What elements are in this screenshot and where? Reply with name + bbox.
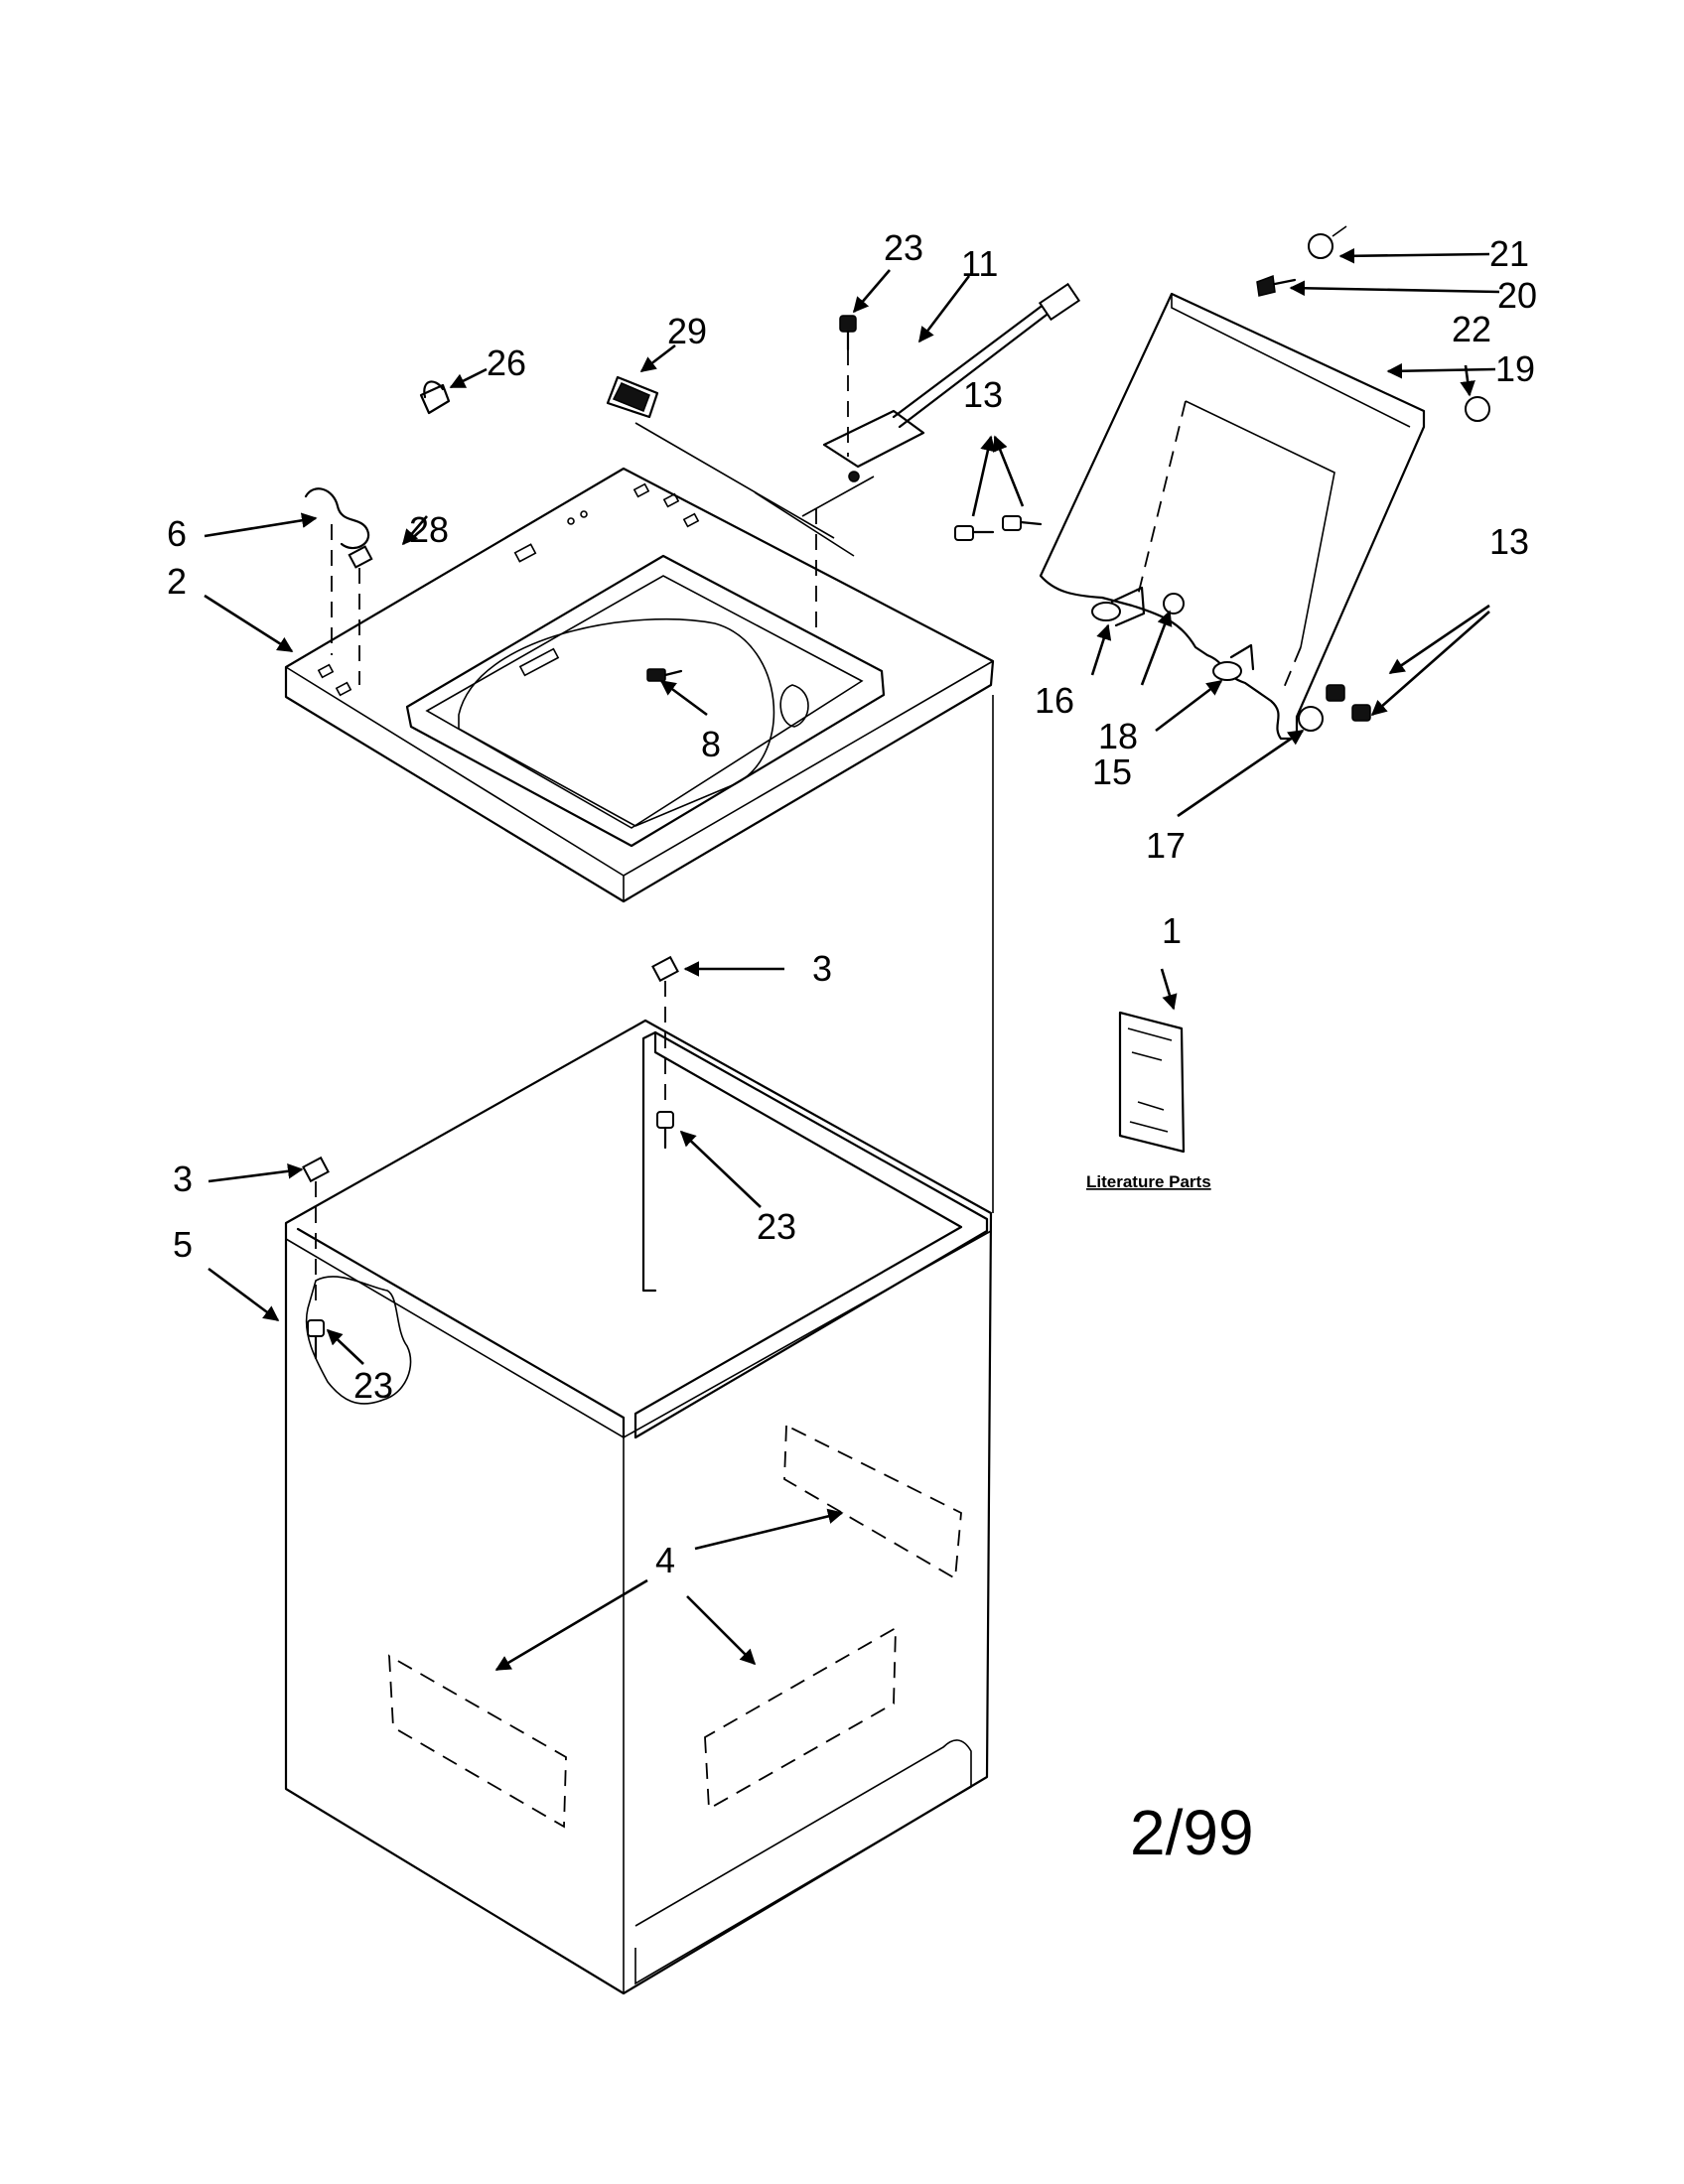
cabinet bbox=[284, 695, 994, 1995]
callout-2: 2 bbox=[167, 561, 187, 602]
callout-1: 1 bbox=[1162, 910, 1182, 951]
insulation-pads bbox=[388, 1424, 962, 1829]
lid-hinge-screw bbox=[646, 668, 683, 682]
callout-6: 6 bbox=[167, 513, 187, 554]
clip-28 bbox=[348, 545, 373, 685]
clip-3-front bbox=[302, 1156, 330, 1310]
literature-parts-label: Literature Parts bbox=[1086, 1172, 1211, 1191]
knob-parts bbox=[1256, 225, 1490, 422]
callout-16: 16 bbox=[1035, 680, 1074, 721]
literature-booklet bbox=[1118, 1011, 1186, 1154]
callout-28: 28 bbox=[409, 509, 449, 550]
callout-13-right: 13 bbox=[1489, 521, 1529, 562]
callout-11: 11 bbox=[961, 243, 998, 284]
screws-13-right bbox=[1326, 684, 1371, 722]
screw-23-front bbox=[307, 1319, 325, 1360]
revision-date: 2/99 bbox=[1130, 1797, 1254, 1868]
callout-3-rear: 3 bbox=[812, 948, 832, 989]
console bbox=[1039, 292, 1426, 741]
callout-5: 5 bbox=[173, 1224, 193, 1265]
callout-29: 29 bbox=[667, 311, 707, 351]
screws-13-top bbox=[954, 515, 1043, 541]
callout-15: 15 bbox=[1092, 751, 1132, 792]
clip-26 bbox=[419, 380, 451, 415]
callout-22: 22 bbox=[1452, 309, 1491, 349]
callout-numbers: 21 20 22 19 13 13 11 23 29 26 6 28 2 8 1… bbox=[167, 227, 1537, 1868]
callout-23-front: 23 bbox=[353, 1365, 393, 1406]
clip-3-rear bbox=[651, 955, 679, 1102]
callout-4: 4 bbox=[655, 1540, 675, 1580]
screw-23-rear bbox=[656, 1111, 674, 1150]
hinge-parts bbox=[1091, 586, 1324, 732]
callout-20: 20 bbox=[1497, 275, 1537, 316]
top-panel bbox=[284, 467, 995, 903]
callout-18: 18 bbox=[1098, 716, 1138, 756]
callout-17: 17 bbox=[1146, 825, 1186, 866]
callout-23-top: 23 bbox=[884, 227, 923, 268]
callout-3-front: 3 bbox=[173, 1159, 193, 1199]
screw-23-top bbox=[839, 315, 857, 457]
leader-lines bbox=[204, 248, 1500, 1672]
lid-bumper bbox=[606, 375, 835, 635]
wire-harness bbox=[754, 282, 1081, 557]
callout-8: 8 bbox=[701, 724, 721, 764]
callout-26: 26 bbox=[487, 342, 526, 383]
callout-13-top: 13 bbox=[963, 374, 1003, 415]
callout-23-rear: 23 bbox=[757, 1206, 796, 1247]
clip-6 bbox=[304, 487, 370, 655]
callout-19: 19 bbox=[1495, 348, 1535, 389]
callout-21: 21 bbox=[1489, 233, 1529, 274]
